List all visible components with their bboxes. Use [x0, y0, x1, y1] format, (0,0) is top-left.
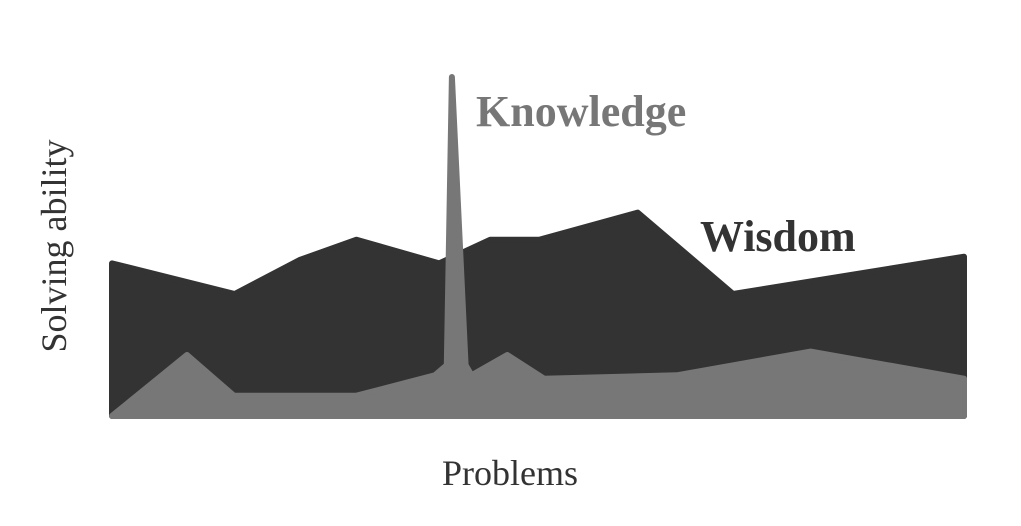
- y-axis-label: Solving ability: [34, 139, 74, 352]
- plot-area: [109, 74, 967, 419]
- wisdom-series-label: Wisdom: [700, 212, 856, 261]
- knowledge-area: [109, 74, 967, 419]
- x-axis-label: Problems: [442, 453, 578, 493]
- knowledge-series-label: Knowledge: [476, 87, 686, 136]
